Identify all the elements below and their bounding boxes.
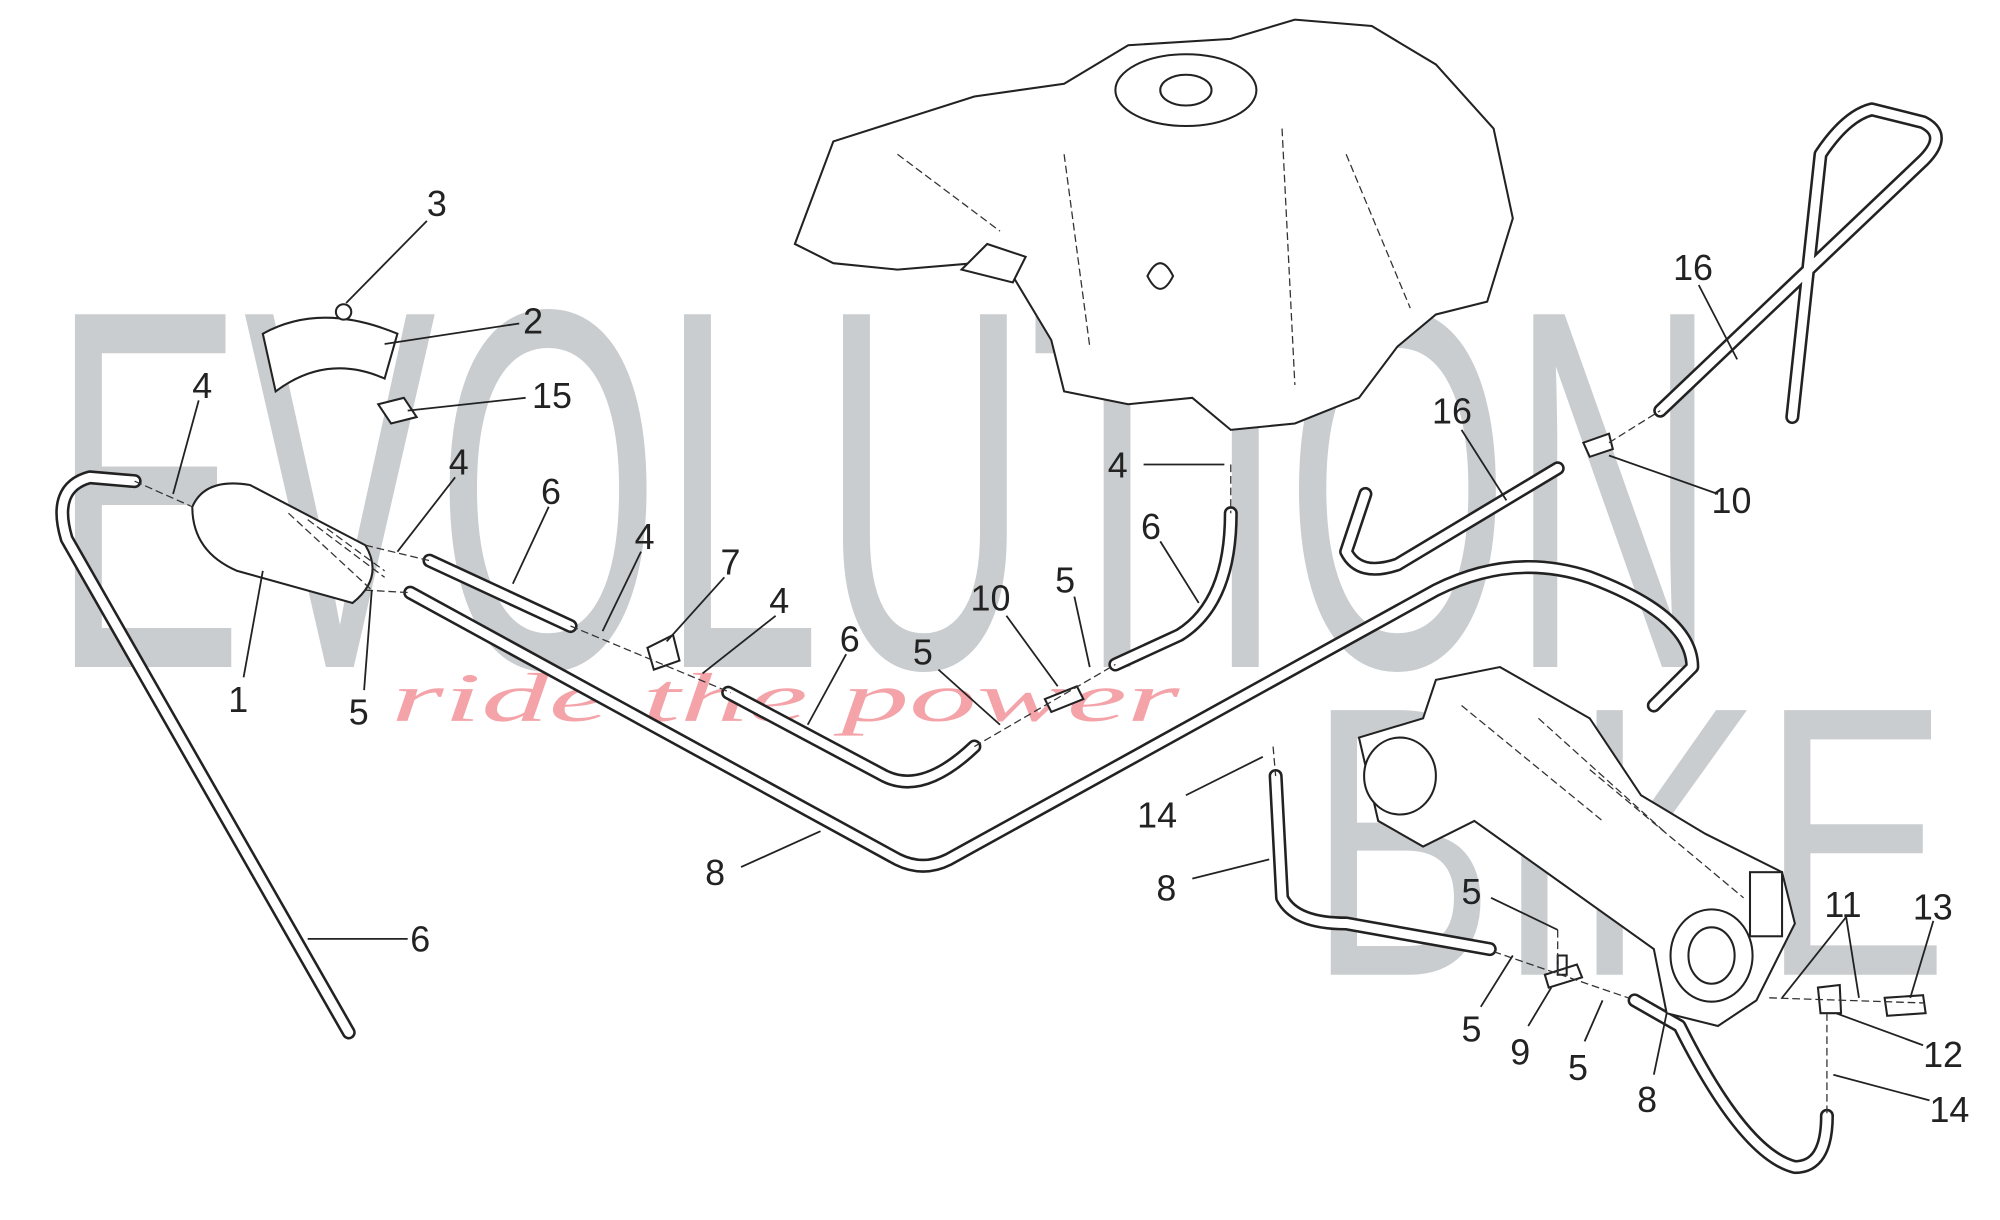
callout-5: 5 xyxy=(1568,1048,1588,1088)
callout-13: 13 xyxy=(1913,888,1953,928)
screw xyxy=(334,303,353,321)
callout-4: 4 xyxy=(449,443,469,483)
valve xyxy=(646,633,681,671)
callout-2: 2 xyxy=(523,302,543,342)
callout-7: 7 xyxy=(721,543,741,583)
bracket xyxy=(261,316,399,394)
callout-5: 5 xyxy=(1055,561,1075,601)
callout-10: 10 xyxy=(1712,481,1752,521)
callout-4: 4 xyxy=(769,581,789,621)
callouts: 3 2 15 4 4 6 4 7 4 6 5 10 5 4 6 1 5 8 6 … xyxy=(172,184,1969,1130)
fitting xyxy=(1581,432,1615,459)
callout-5: 5 xyxy=(349,693,369,733)
callout-4: 4 xyxy=(192,366,212,406)
callout-5: 5 xyxy=(1462,872,1482,912)
callout-8: 8 xyxy=(1156,868,1176,908)
nut xyxy=(376,396,419,425)
callout-12: 12 xyxy=(1923,1035,1963,1075)
banjo-bolt xyxy=(1883,994,1927,1017)
callout-5: 5 xyxy=(1462,1009,1482,1049)
callout-6: 6 xyxy=(410,920,430,960)
callout-11: 11 xyxy=(1824,885,1861,925)
callout-8: 8 xyxy=(705,853,725,893)
callout-4: 4 xyxy=(635,517,655,557)
callout-8: 8 xyxy=(1637,1080,1657,1120)
callout-1: 1 xyxy=(228,680,248,720)
callout-4: 4 xyxy=(1108,445,1128,485)
callout-16: 16 xyxy=(1673,248,1713,288)
callout-6: 6 xyxy=(1141,507,1161,547)
carbon-canister xyxy=(191,482,386,605)
callout-14: 14 xyxy=(1929,1090,1969,1130)
callout-10: 10 xyxy=(971,579,1011,619)
callout-3: 3 xyxy=(427,184,447,224)
callout-6: 6 xyxy=(541,472,561,512)
callout-9: 9 xyxy=(1510,1032,1530,1072)
hoses xyxy=(55,102,1943,1175)
callout-15: 15 xyxy=(532,376,572,416)
callout-16: 16 xyxy=(1432,391,1472,431)
callout-14: 14 xyxy=(1137,795,1177,835)
banjo-fitting xyxy=(1816,983,1843,1015)
throttle-body xyxy=(1357,665,1796,1028)
fuel-tank xyxy=(793,18,1514,431)
fitting xyxy=(1043,684,1085,714)
assembly-lines xyxy=(134,410,1924,1116)
callout-5: 5 xyxy=(913,632,933,672)
callout-6: 6 xyxy=(840,620,860,660)
